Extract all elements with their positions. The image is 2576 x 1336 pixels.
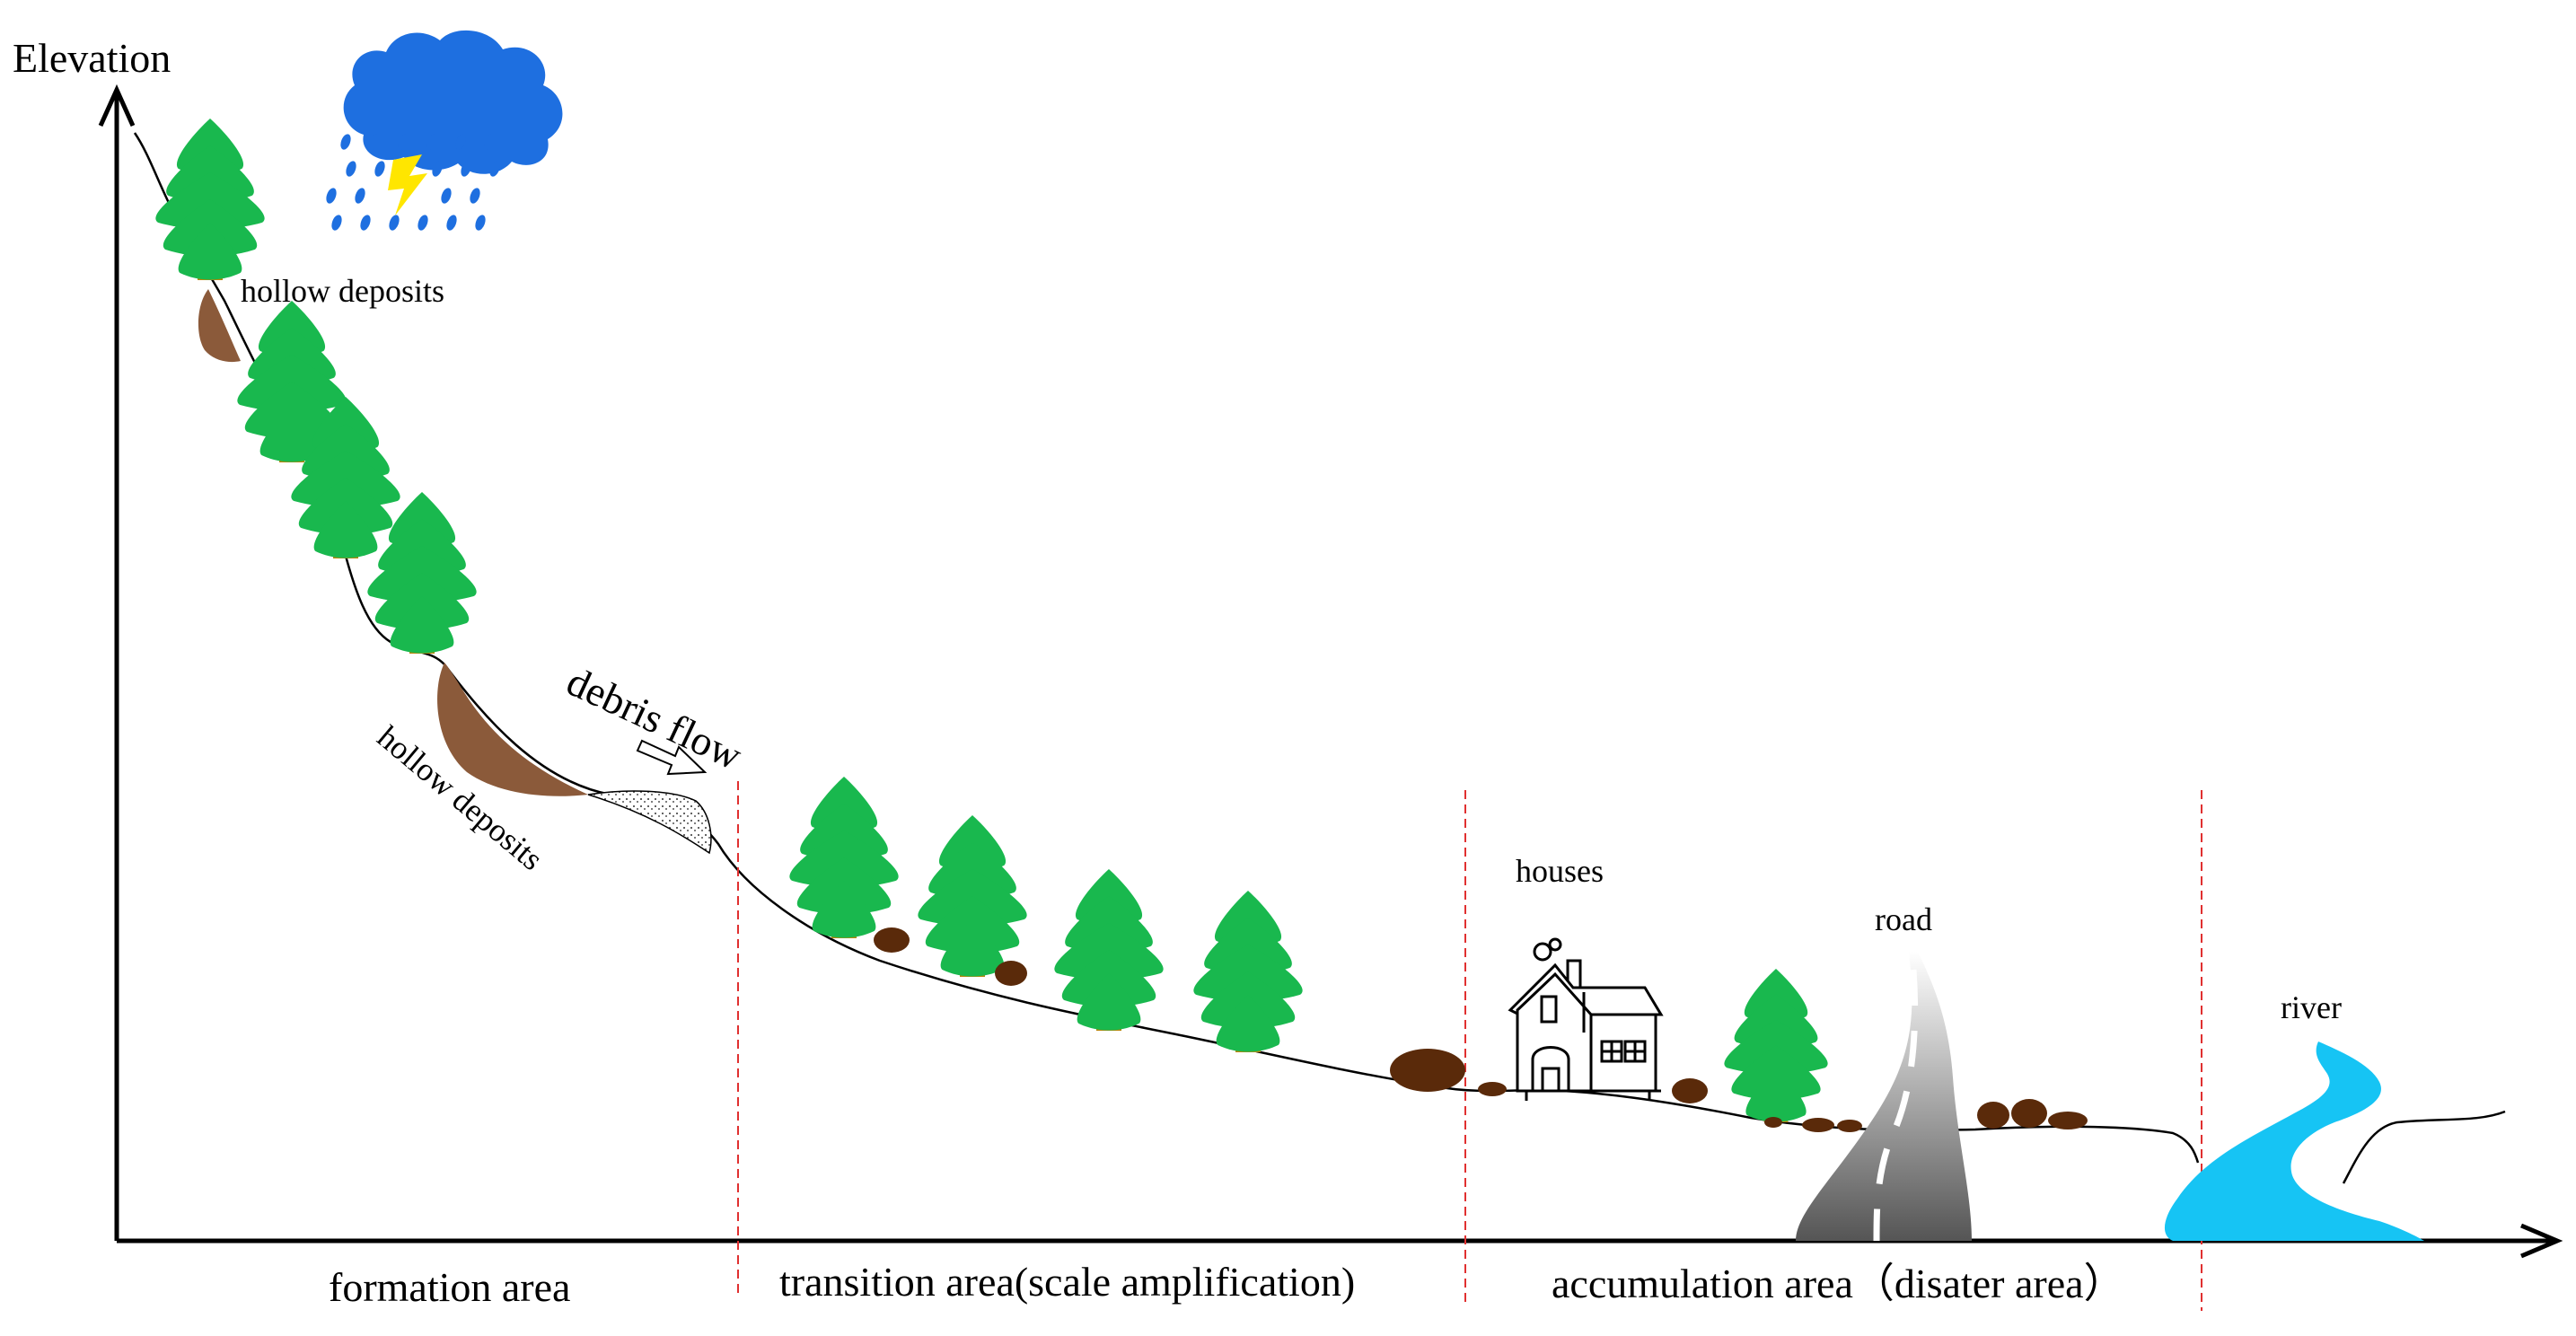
boulder-icon [1672,1078,1708,1103]
houses-label: houses [1516,853,1604,889]
rain-drop [326,188,337,204]
river-label: river [2281,989,2342,1025]
y-axis-arrowhead [98,84,136,127]
zone-label-transition: transition area(scale amplification) [779,1259,1355,1305]
tree-icon [1054,869,1164,1031]
zone-label-formation: formation area [329,1264,570,1310]
hollow-deposit-lower [437,663,588,796]
rain-drops [326,134,500,231]
cloud-icon [343,30,563,174]
boulders [874,927,2088,1132]
rain-drop [484,134,495,150]
axes [98,84,2563,1259]
boulder-icon [874,927,910,953]
hollow-deposits-upper-label: hollow deposits [241,273,444,309]
rain-drop [441,188,452,204]
boulder-icon [1390,1049,1465,1092]
rain-drop [360,215,371,231]
boulder-icon [2048,1112,2088,1129]
tree-icon [237,301,347,462]
rain-drop [355,188,365,204]
rain-drop [340,134,351,150]
tree-icon [789,777,899,938]
boulder-icon [1837,1120,1862,1132]
rain-drop [369,134,380,150]
tree-icon [155,119,265,280]
boulder-icon [1977,1102,2009,1129]
rain-drop [470,188,480,204]
rain-drop [389,215,400,231]
debris-flow-label: debris flow [560,658,750,779]
rain-drop [398,134,409,150]
river-icon [2164,1042,2424,1241]
terrain-profile-right [2342,1110,2506,1184]
lightning-icon [388,154,427,215]
zone-label-accumulation: accumulation area（disater area） [1552,1261,2125,1306]
rain-drop [489,161,500,177]
tree-icon [1193,891,1303,1052]
tree-icon [1724,969,1828,1122]
boulder-icon [1478,1082,1507,1096]
road-icon [1796,952,1972,1242]
rain-drop [374,161,385,177]
arrow-icon [636,739,708,776]
rain-drop [418,215,428,231]
rain-drop [346,161,356,177]
rain-drop [331,215,342,231]
rain-drop [446,215,457,231]
road-label: road [1875,901,1932,937]
boulder-icon [1802,1118,1834,1132]
rain-drop [461,161,471,177]
x-axis-arrowhead [2520,1223,2563,1259]
house-icon [1508,937,1664,1101]
rain-drop [455,134,466,150]
boulder-icon [1764,1117,1782,1128]
hollow-deposit-upper [198,289,241,363]
boulder-icon [2011,1099,2047,1128]
tree-icon [291,397,400,558]
rain-drop [475,215,486,231]
tree-icon [918,815,1027,977]
boulder-icon [995,961,1027,986]
rain-drop [426,134,437,150]
debris-deposit [587,790,712,855]
trees [155,119,1828,1122]
rain-drop [432,161,443,177]
y-axis-label: Elevation [13,35,171,81]
tree-icon [367,492,477,654]
